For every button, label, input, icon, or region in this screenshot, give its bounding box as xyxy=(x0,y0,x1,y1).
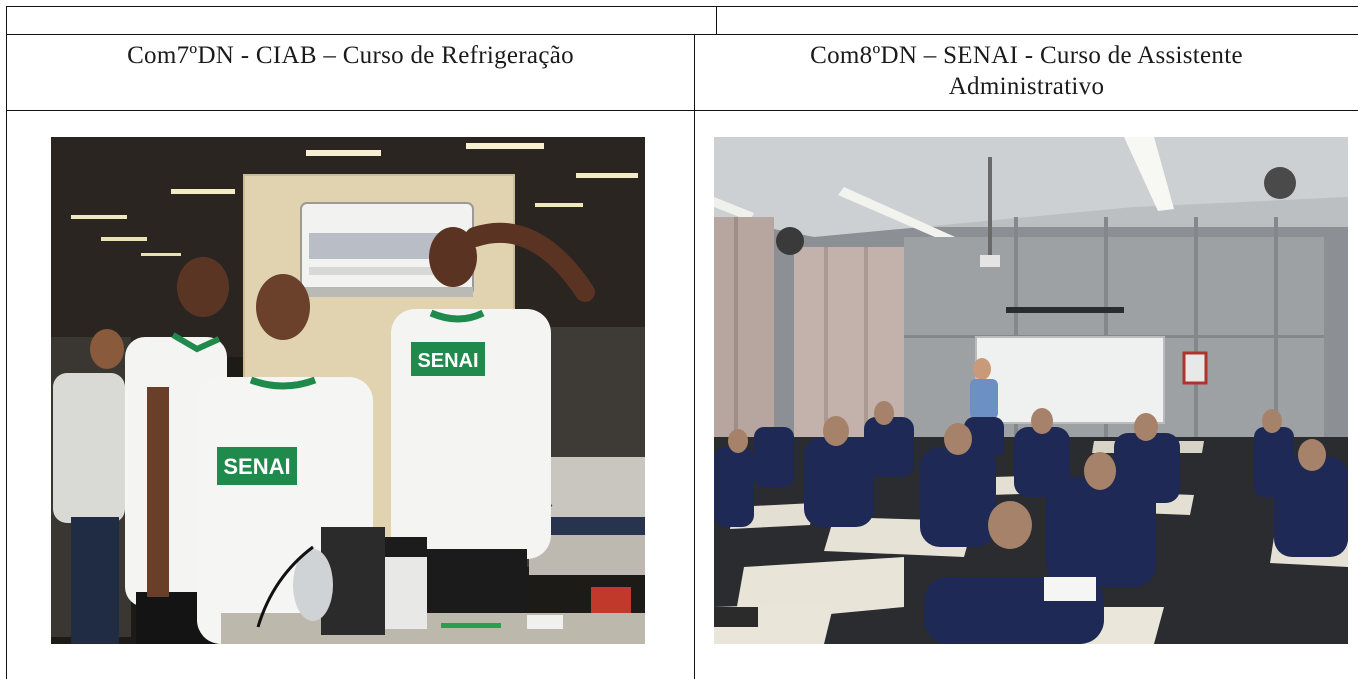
table-column-divider xyxy=(694,34,695,679)
table-top-row-divider xyxy=(716,6,717,34)
table-row-border-2 xyxy=(6,110,1358,111)
table-border-top xyxy=(6,6,1358,7)
right-caption: Com8ºDN – SENAI - Curso de Assistente Ad… xyxy=(695,40,1358,102)
shirt-label-1: SENAI xyxy=(223,454,290,479)
shirt-label-2: SENAI xyxy=(417,350,478,372)
right-caption-line2: Administrativo xyxy=(948,73,1105,100)
classroom-course-photo xyxy=(714,137,1348,644)
classroom-scene xyxy=(714,137,1348,644)
table-row-border-1 xyxy=(6,34,1358,35)
table-border-left xyxy=(6,6,7,679)
right-caption-line1: Com8ºDN – SENAI - Curso de Assistente xyxy=(810,42,1243,69)
refrigeration-scene: SENAI SENAI xyxy=(51,137,645,644)
refrigeration-course-photo: SENAI SENAI xyxy=(51,137,645,644)
left-caption: Com7ºDN - CIAB – Curso de Refrigeração xyxy=(127,42,574,69)
